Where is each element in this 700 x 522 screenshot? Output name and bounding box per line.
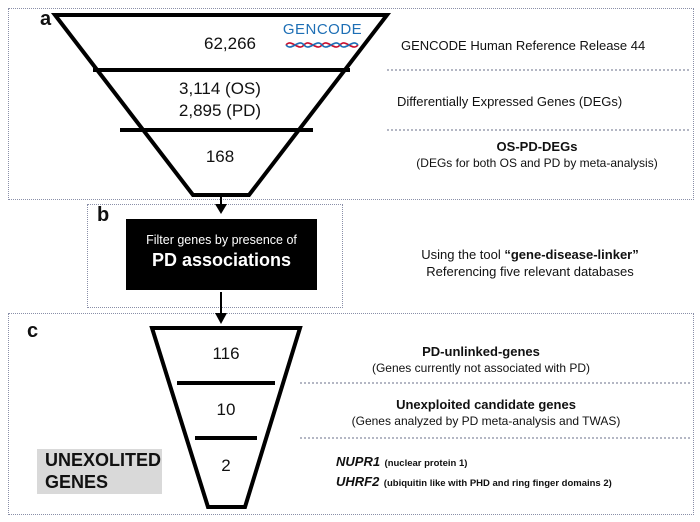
funnel-a-value-1: 62,266 <box>204 34 256 53</box>
filter-box-line-1: Filter genes by presence of <box>146 233 297 247</box>
funnel-a-value-3: 168 <box>205 147 235 166</box>
gene-detail: (nuclear protein 1) <box>384 458 468 469</box>
funnel-a-desc-1: GENCODE Human Reference Release 44 <box>393 38 700 53</box>
funnel-c-desc-1: PD-unlinked-genes (Genes currently not a… <box>331 344 631 375</box>
funnel-a-desc-3-title: OS-PD-DEGs <box>496 139 578 154</box>
funnel-c-value-1: 116 <box>212 344 240 363</box>
funnel-c-desc-2-title: Unexploited candidate genes <box>396 397 576 412</box>
tool-name: “gene-disease-linker” <box>504 247 639 262</box>
panel-a <box>8 8 694 200</box>
gene-item-nupr1: NUPR1 (nuclear protein 1) <box>336 453 691 473</box>
funnel-a-desc-2: Differentially Expressed Genes (DEGs) <box>393 94 697 109</box>
filter-box: Filter genes by presence of PD associati… <box>126 219 317 290</box>
arrow-a-b-head <box>215 204 227 214</box>
funnel-c-value-2: 10 <box>216 400 236 419</box>
funnel-c-desc-2: Unexploited candidate genes (Genes analy… <box>321 397 651 428</box>
tool-prefix: Using the tool <box>421 247 505 262</box>
gene-name: NUPR1 <box>336 454 381 469</box>
funnel-c-value-3: 2 <box>221 456 231 475</box>
gene-name: UHRF2 <box>336 474 380 489</box>
funnel-a-value-2-line-2: 2,895 (PD) <box>178 101 262 120</box>
unexploited-genes-badge: UNEXOLITED GENES <box>37 449 162 494</box>
panel-c <box>8 313 694 515</box>
gene-item-uhrf2: UHRF2 (ubiquitin like with PHD and ring … <box>336 473 691 493</box>
arrow-b-c-head <box>215 313 227 324</box>
gene-detail: (ubiquitin like with PHD and ring finger… <box>383 478 612 489</box>
funnel-a-value-2-line-1: 3,114 (OS) <box>179 79 261 98</box>
funnel-a <box>50 13 392 197</box>
tool-line-2: Referencing five relevant databases <box>426 264 634 279</box>
funnel-a-desc-3-text: (DEGs for both OS and PD by meta-analysi… <box>416 156 658 170</box>
funnel-c-desc-1-title: PD-unlinked-genes <box>422 344 540 359</box>
funnel-a-desc-3: OS-PD-DEGs (DEGs for both OS and PD by m… <box>387 139 687 170</box>
filter-box-line-2: PD associations <box>151 250 292 270</box>
panel-b-label: b <box>97 204 110 226</box>
funnel-c <box>149 326 303 509</box>
funnel-c-desc-1-text: (Genes currently not associated with PD) <box>371 361 591 375</box>
tool-description: Using the tool “gene-disease-linker” Ref… <box>380 247 680 279</box>
gene-list: NUPR1 (nuclear protein 1) UHRF2 (ubiquit… <box>336 453 691 493</box>
funnel-c-desc-2-text: (Genes analyzed by PD meta-analysis and … <box>351 414 621 428</box>
funnel-a-desc-2-text: Differentially Expressed Genes (DEGs) <box>397 94 623 109</box>
gencode-logo-text: GENCODE <box>282 21 363 38</box>
panel-b <box>87 204 343 308</box>
badge-line-1: UNEXOLITED <box>45 450 162 470</box>
badge-line-2: GENES <box>45 472 109 492</box>
funnel-a-desc-1-text: GENCODE Human Reference Release 44 <box>401 38 646 53</box>
panel-a-label: a <box>40 8 52 30</box>
panel-c-label: c <box>27 320 39 342</box>
gencode-logo-icon <box>285 42 359 48</box>
